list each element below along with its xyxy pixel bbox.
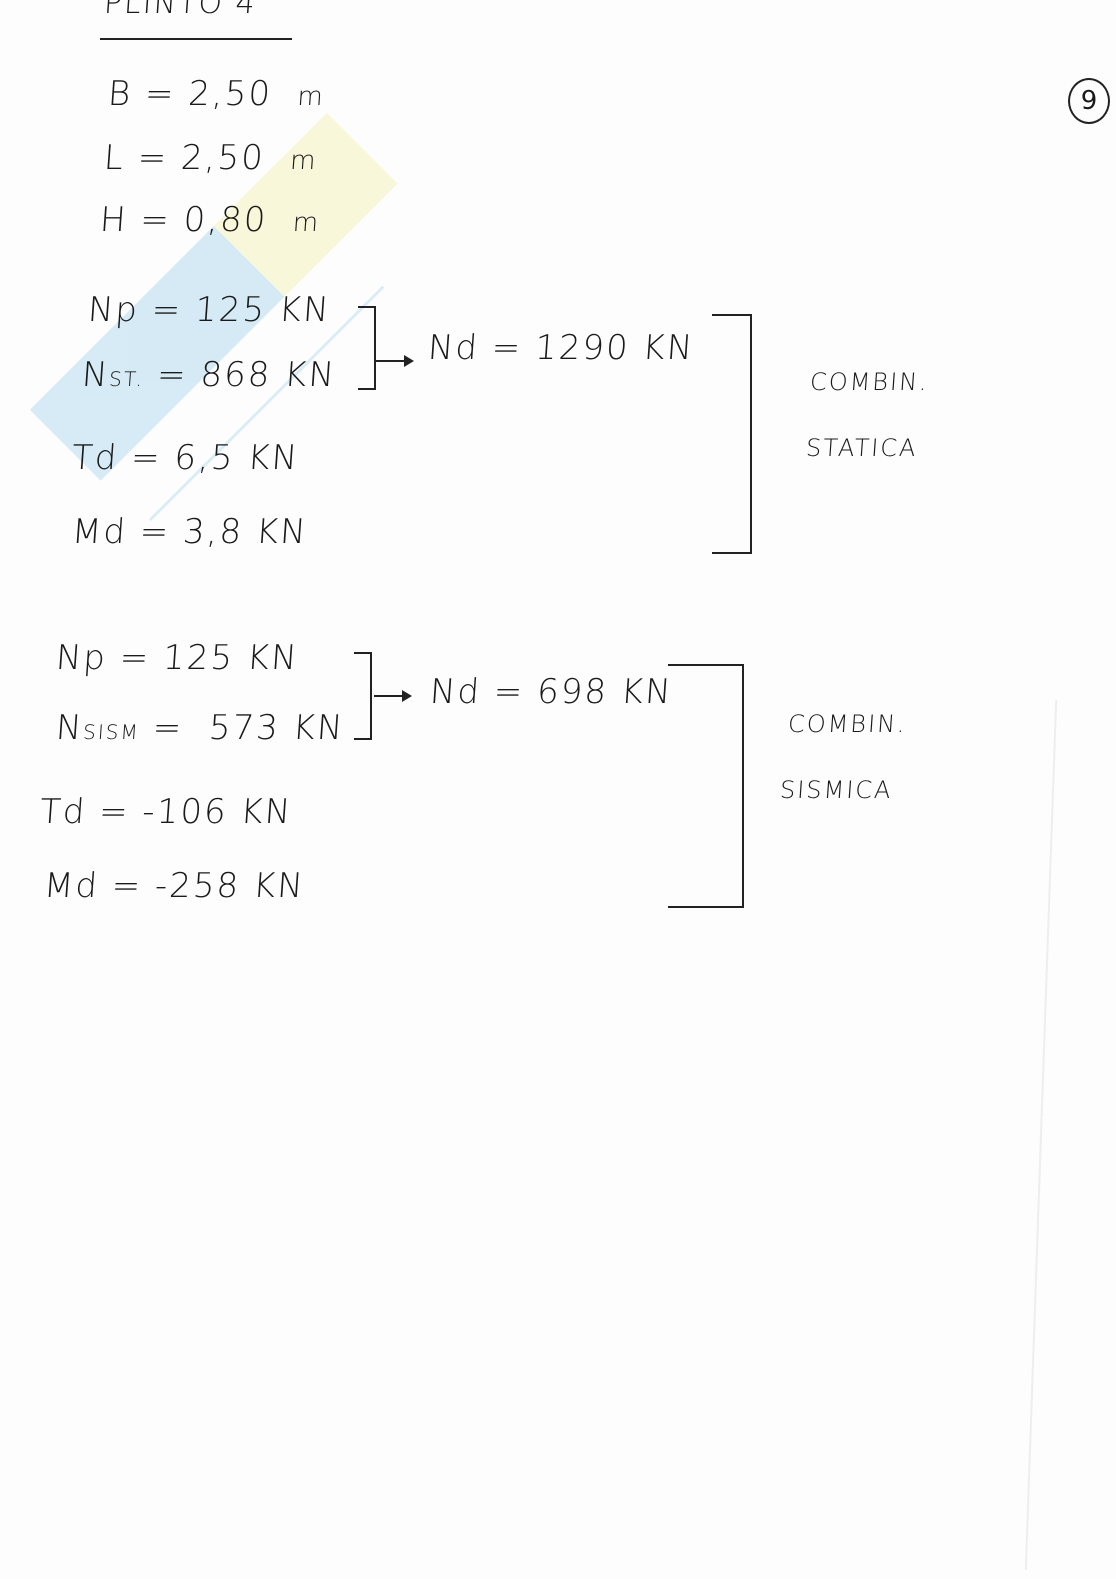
static-np: Np = 125 KN xyxy=(86,290,332,330)
static-sum-bracket xyxy=(358,306,376,390)
seismic-combo-line1: COMBIN. xyxy=(787,710,908,738)
dim-h: H = 0,80 m xyxy=(98,200,322,240)
seismic-td: Td = -106 KN xyxy=(38,792,294,832)
static-combo-line1: COMBIN. xyxy=(809,368,930,396)
seismic-nsism: NSISM = 573 KN xyxy=(54,708,346,748)
arrow-icon xyxy=(376,355,414,367)
seismic-md: Md = -258 KN xyxy=(42,866,307,906)
seismic-sum-bracket xyxy=(354,652,372,740)
seismic-nd: Nd = 698 KN xyxy=(428,672,674,712)
page-edge xyxy=(1024,700,1058,1570)
seismic-combo-line2: SISMICA xyxy=(779,776,894,804)
static-td: Td = 6,5 KN xyxy=(70,438,301,478)
page-number: 9 xyxy=(1068,78,1110,124)
arrow-icon xyxy=(374,690,412,702)
title: PLINTO 4 xyxy=(102,0,258,21)
dim-l: L = 2,50 m xyxy=(102,138,319,178)
static-nd: Nd = 1290 KN xyxy=(426,328,696,368)
title-underline xyxy=(100,38,292,40)
seismic-bracket xyxy=(668,664,744,908)
static-md: Md = 3,8 KN xyxy=(70,512,310,552)
seismic-np: Np = 125 KN xyxy=(54,638,300,678)
static-nst: NST. = 868 KN xyxy=(80,355,338,395)
dim-b: B = 2,50 m xyxy=(106,74,326,114)
static-combo-line2: STATICA xyxy=(805,434,919,462)
static-bracket xyxy=(712,314,752,554)
